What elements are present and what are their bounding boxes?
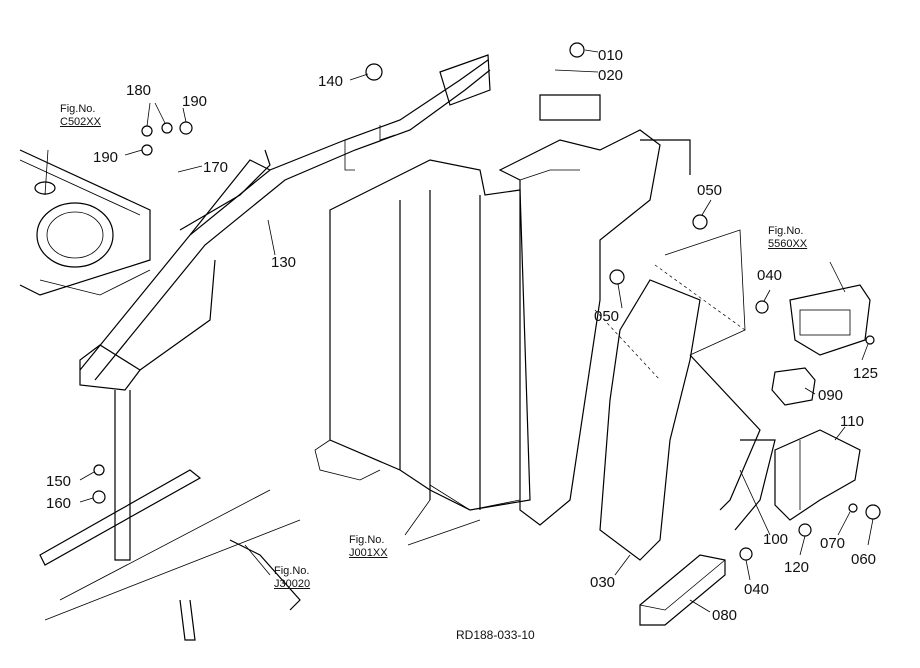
cover-030-drawing [594, 229, 776, 561]
part-label-130: 130 [271, 254, 297, 271]
fig-ref-number: 5560XX [768, 237, 808, 250]
part-label-100: 100 [763, 531, 789, 548]
fasteners-drawing [92, 42, 881, 561]
part-label-150: 150 [46, 473, 72, 490]
lower-bar-drawing [39, 469, 301, 641]
bracket-110-drawing [774, 429, 861, 521]
shroud-drawing [498, 94, 691, 526]
fig-ref-number: J001XX [349, 546, 388, 559]
fig-ref-number: C502XX [60, 115, 101, 128]
fig-ref-c502xx: Fig.No. C502XX [60, 103, 101, 128]
part-label-120: 120 [784, 559, 810, 576]
part-label-125: 125 [853, 365, 879, 382]
part-label-080: 080 [712, 607, 738, 624]
part-label-180: 180 [126, 82, 152, 99]
part-label-170: 170 [203, 159, 229, 176]
fig-ref-j001xx: Fig.No. J001XX [349, 534, 388, 559]
fig-ref-title: Fig.No. [768, 225, 804, 237]
part-label-040-lower: 040 [744, 581, 770, 598]
pad-090-drawing [771, 367, 816, 406]
fig-ref-5560xx: Fig.No. 5560XX [768, 225, 807, 250]
part-label-190-left: 190 [93, 149, 119, 166]
fig-ref-title: Fig.No. [274, 565, 310, 577]
part-label-050-lower: 050 [594, 308, 620, 325]
part-label-110: 110 [840, 413, 864, 430]
frame-130-drawing [79, 54, 491, 561]
fig-ref-title: Fig.No. [60, 103, 96, 115]
fig-ref-number: J30020 [274, 577, 311, 590]
part-label-020: 020 [598, 67, 624, 84]
part-label-070: 070 [820, 535, 846, 552]
fig-ref-title: Fig.No. [349, 534, 385, 546]
connector-5560-drawing [789, 284, 871, 356]
part-label-140: 140 [318, 73, 344, 90]
part-label-010: 010 [598, 47, 624, 64]
part-label-060: 060 [851, 551, 877, 568]
part-label-040-upper: 040 [757, 267, 783, 284]
part-label-050-upper: 050 [697, 182, 723, 199]
part-label-090: 090 [818, 387, 844, 404]
part-label-160: 160 [46, 495, 72, 512]
base-housing-drawing [19, 149, 151, 296]
panel-drawing [314, 159, 531, 511]
fig-ref-j30020: Fig.No. J30020 [274, 565, 310, 590]
part-label-030: 030 [590, 574, 616, 591]
block-080-drawing [639, 554, 726, 626]
part-label-190-right: 190 [182, 93, 208, 110]
drawing-code: RD188-033-10 [456, 628, 535, 642]
leader-lines [44, 49, 874, 613]
